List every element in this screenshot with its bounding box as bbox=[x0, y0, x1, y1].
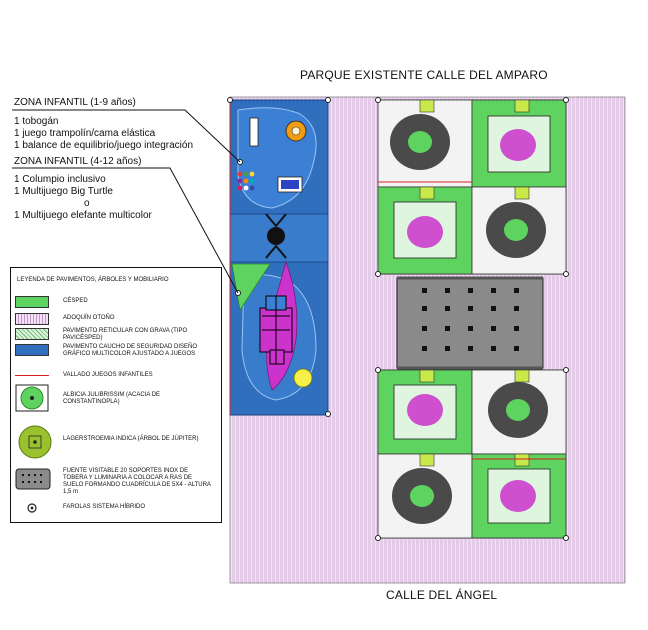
title-top: PARQUE EXISTENTE CALLE DEL AMPARO bbox=[300, 68, 548, 82]
title-bottom: CALLE DEL ÁNGEL bbox=[386, 588, 498, 602]
trampoline-center bbox=[291, 126, 301, 136]
zone1-title: ZONA INFANTIL (1-9 años) bbox=[14, 97, 136, 108]
rubber-swatch bbox=[15, 344, 49, 356]
legend-label: VALLADO JUEGOS INFANTILES bbox=[63, 372, 153, 378]
garden-block-south bbox=[377, 369, 567, 539]
legend-label: PAVIMENTO RETICULAR CON GRAVA (TIPO PAVI… bbox=[63, 328, 188, 341]
grass-swatch bbox=[15, 296, 49, 308]
turtle-structure bbox=[259, 295, 293, 365]
leader-zone2 bbox=[12, 167, 239, 294]
balance-beam-inner bbox=[281, 180, 299, 189]
legend-label: LAGERSTROEMIA INDICA (ÁRBOL DE JÚPITER) bbox=[63, 436, 199, 442]
swing bbox=[265, 213, 287, 259]
reticular-swatch bbox=[15, 328, 49, 340]
zone2-item: 1 Multijuego Big Turtle bbox=[14, 186, 113, 197]
legend: LEYENDA DE PAVIMENTOS, ÁRBOLES Y MOBILIA… bbox=[10, 267, 222, 523]
zone-infantil-1-9: ZONA INFANTIL (1-9 años) 1 tobogán 1 jue… bbox=[14, 97, 193, 152]
legend-label: FAROLAS SISTEMA HÍBRIDO bbox=[63, 504, 146, 510]
zone1-item: 1 juego trampolín/cama elástica bbox=[14, 128, 156, 139]
lamp-icon bbox=[27, 503, 37, 513]
leader-zone1 bbox=[12, 109, 241, 163]
legend-label: CÉSPED bbox=[63, 298, 88, 304]
slide bbox=[249, 117, 259, 147]
albicia-icon bbox=[15, 384, 49, 412]
garden-block-north bbox=[377, 99, 567, 275]
fence-swatch bbox=[15, 375, 49, 376]
street-lamps bbox=[227, 97, 569, 541]
lawn-playground bbox=[231, 263, 271, 312]
legend-label: ALBICIA JULIBRISSIM (ACACIA DE CONSTANTI… bbox=[63, 392, 161, 405]
zone2-item: 1 Multijuego elefante multicolor bbox=[14, 210, 152, 221]
lagerstroemia-icon bbox=[18, 425, 52, 459]
fountain-icon bbox=[15, 468, 51, 490]
zone1-item: 1 balance de equilibrio/juego integració… bbox=[14, 140, 194, 151]
zone1-item: 1 tobogán bbox=[14, 116, 59, 127]
zone2-title: ZONA INFANTIL (4-12 años) bbox=[14, 156, 142, 167]
legend-title: LEYENDA DE PAVIMENTOS, ÁRBOLES Y MOBILIA… bbox=[17, 277, 169, 283]
zone-infantil-4-12: ZONA INFANTIL (4-12 años) 1 Columpio inc… bbox=[14, 156, 152, 222]
zone2-item: o bbox=[84, 198, 90, 209]
fountain-jets bbox=[422, 288, 519, 351]
zone2-item: 1 Columpio inclusivo bbox=[14, 174, 106, 185]
paving-swatch bbox=[15, 313, 49, 325]
legend-label: ADOQUÍN OTOÑO bbox=[63, 315, 115, 321]
color-dots bbox=[237, 171, 255, 191]
legend-label: FUENTE VISITABLE 20 SOPORTES INOX DE TOB… bbox=[63, 468, 211, 495]
legend-label: PAVIMENTO CAUCHO DE SEGURIDAD DISEÑO GRÁ… bbox=[63, 344, 198, 357]
yellow-play-disc bbox=[293, 368, 313, 388]
